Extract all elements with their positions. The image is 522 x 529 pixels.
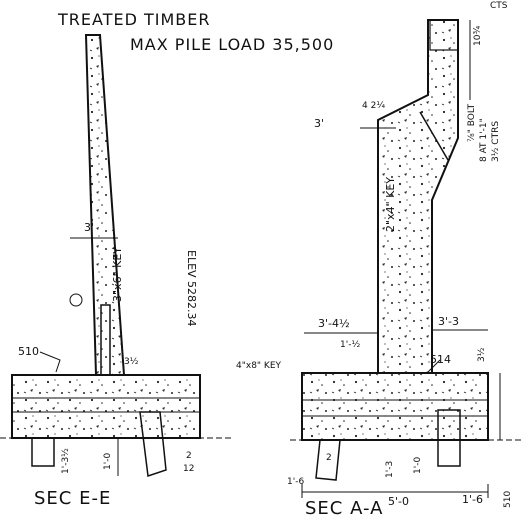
section-a-drawing: [290, 19, 522, 498]
section-a-dim-3-5: 3½: [477, 347, 487, 362]
section-e-dim-3-5: 3½: [124, 357, 139, 367]
section-a-key2-label: 4"x8" KEY: [236, 361, 282, 371]
section-e-footing: [11, 374, 201, 439]
section-a-pile-left: [315, 439, 341, 481]
section-a-dim-1-3: 1'-3: [385, 460, 395, 478]
section-a-dim-top: 10¾: [473, 25, 483, 46]
section-e-title: SEC E-E: [34, 488, 112, 509]
section-e-dim-2: 2: [186, 451, 192, 461]
section-a-title: SEC A-A: [305, 498, 384, 519]
section-e-pile-right: [139, 411, 167, 478]
section-a-dim-1-6-left: 1'-6: [287, 477, 305, 487]
section-e-dim-12: 12: [183, 464, 195, 474]
section-a-bolt-label: ⅞" BOLT: [467, 103, 477, 142]
section-e-dim-1-0: 1'-0: [103, 452, 113, 470]
header-line-1: TREATED TIMBER: [58, 10, 211, 29]
section-e-drawing: [0, 34, 232, 478]
section-a-bolt-spacing: 8 AT 1'-1": [479, 118, 489, 162]
section-a-dim-3-3: 3'-3: [438, 315, 459, 328]
section-a-dim-1-half: 1'-½: [340, 340, 361, 350]
header-line-2: MAX PILE LOAD 35,500: [130, 35, 335, 54]
section-e-key-label: 3"x6" KEY: [111, 246, 124, 302]
section-e-elevation: ELEV 5282.34: [185, 250, 198, 327]
section-a-pile-right: [437, 409, 461, 467]
section-e-mark-510: 510: [18, 345, 39, 358]
header-corner-text: CTS: [490, 1, 508, 11]
section-a-mark-510: 510: [503, 490, 513, 508]
section-e-stem: [84, 34, 126, 376]
section-a-dim-1-6-right: 1'-6: [462, 493, 483, 506]
section-a-key-label: 2"x4" KEY: [384, 176, 397, 232]
section-a-ctrs-label: 3½ CTRS: [491, 120, 501, 162]
section-a-mark-514: 514: [430, 353, 451, 366]
section-a-dim-3: 3': [314, 117, 325, 130]
section-a-dim-5-0: 5'-0: [388, 495, 409, 508]
section-e-dim-1-3-5: 1'-3½: [61, 448, 71, 474]
section-e-dim-top: 3': [84, 221, 95, 234]
section-a-dim-1-0: 1'-0: [413, 456, 423, 474]
section-e-pile-left: [31, 437, 55, 467]
section-a-dim-4-2: 4 2¼: [362, 101, 386, 111]
section-a-dim-2: 2: [326, 453, 332, 463]
section-a-dim-3-4-5: 3'-4½: [318, 317, 350, 330]
